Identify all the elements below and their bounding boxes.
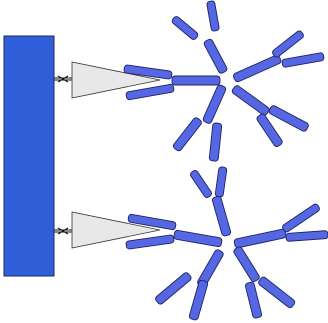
- rod: [268, 105, 309, 133]
- bottom-cluster: [126, 167, 328, 321]
- rod: [202, 84, 226, 124]
- rod: [286, 231, 328, 242]
- rod: [233, 246, 261, 283]
- rod: [212, 196, 232, 237]
- rod: [215, 167, 227, 198]
- rod: [282, 52, 325, 67]
- rod: [257, 276, 296, 309]
- bottom-link: [54, 228, 72, 234]
- rod: [189, 280, 209, 321]
- top-link: [54, 76, 72, 82]
- rod: [126, 235, 175, 250]
- rod: [126, 84, 175, 100]
- rod: [234, 229, 287, 249]
- rod: [281, 203, 320, 233]
- rod: [154, 271, 192, 305]
- rod: [271, 30, 304, 58]
- rod: [189, 169, 212, 198]
- rod: [209, 123, 222, 162]
- base-panel: [4, 36, 54, 276]
- rod: [172, 117, 202, 152]
- rod: [206, 1, 219, 32]
- rod: [173, 230, 222, 247]
- rod: [231, 84, 270, 116]
- rod: [171, 15, 199, 40]
- rod: [172, 76, 220, 85]
- rod: [203, 38, 228, 74]
- rod: [245, 282, 262, 319]
- rod: [233, 54, 282, 83]
